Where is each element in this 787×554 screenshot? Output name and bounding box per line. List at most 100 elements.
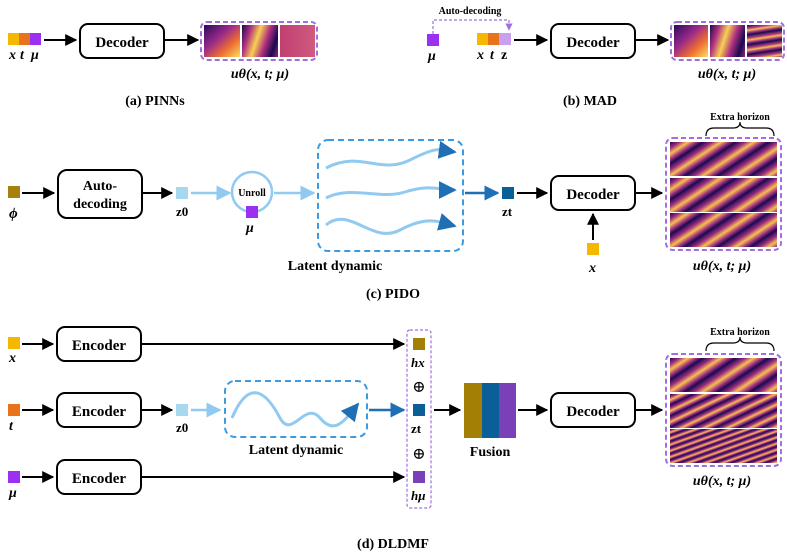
input-label-mu: μ — [30, 48, 39, 63]
hx-label: hx — [411, 355, 425, 370]
decoder-label: Decoder — [566, 35, 620, 51]
token-x — [587, 243, 599, 255]
fusion-block-3 — [499, 383, 516, 438]
encoder-box-x — [56, 326, 142, 362]
input-label-t: t — [20, 48, 25, 63]
field-row-3 — [670, 429, 777, 463]
mu-label: μ — [8, 486, 17, 501]
latent-label: Latent dynamic — [249, 443, 344, 458]
token-zt — [502, 187, 514, 199]
field-thumb-2 — [710, 25, 745, 57]
field-row-2 — [670, 178, 777, 212]
field-thumb-1 — [204, 25, 240, 57]
output-frame — [670, 21, 785, 61]
output-label: uθ(x, t; μ) — [693, 259, 751, 274]
z0-label: z0 — [176, 204, 188, 219]
decoder-label: Decoder — [566, 404, 620, 420]
decoder-label: Decoder — [95, 35, 149, 51]
token-mu — [8, 471, 20, 483]
encoder-label: Encoder — [72, 338, 127, 354]
decoder-box — [550, 23, 636, 59]
token-phi — [8, 186, 20, 198]
phi-label: ϕ — [9, 206, 18, 222]
input-label-t: t — [490, 48, 495, 63]
caption-a: (a) PINNs — [125, 94, 185, 109]
input-label-x: x — [8, 48, 16, 63]
token-hx — [413, 338, 425, 350]
token-z0 — [176, 404, 188, 416]
t-label: t — [9, 419, 14, 434]
token-x — [477, 33, 488, 45]
latent-label: Latent dynamic — [288, 259, 383, 274]
decoder-box — [550, 392, 636, 428]
horizon-brace — [705, 336, 775, 352]
panel-b: Auto-decoding μ x t z Decoder uθ(x, t; μ… — [427, 6, 785, 109]
latent-curve-2 — [325, 180, 457, 200]
panel-a: x t μ Decoder uθ(x, t; μ) (a) PINNs — [8, 21, 318, 109]
hmu-label: hμ — [411, 488, 425, 503]
token-mu — [30, 33, 41, 45]
output-label: uθ(x, t; μ) — [698, 67, 756, 82]
field-thumb-3 — [747, 25, 782, 57]
latent-curve — [230, 391, 360, 428]
token-x — [8, 33, 19, 45]
zt-label: zt — [502, 204, 513, 219]
latent-dynamic-box — [224, 380, 368, 438]
extra-horizon-label: Extra horizon — [710, 112, 770, 123]
token-z0 — [176, 187, 188, 199]
extra-horizon-label: Extra horizon — [710, 327, 770, 338]
encoder-label: Encoder — [72, 404, 127, 420]
zt-label: zt — [411, 421, 422, 436]
encoder-box-t — [56, 392, 142, 428]
token-z — [499, 33, 511, 45]
panel-c: ϕ Auto- decoding z0 Unroll μ Latent dyna… — [8, 112, 782, 302]
token-t — [19, 33, 30, 45]
plus-icon: ⊕ — [412, 446, 425, 463]
output-frame — [665, 137, 782, 251]
token-zt — [413, 404, 425, 416]
panel-d: x Encoder t Encoder z0 Latent dynamic μ … — [8, 326, 782, 552]
auto-label-2: decoding — [73, 197, 127, 212]
input-label-z: z — [501, 48, 507, 63]
z0-label: z0 — [176, 420, 188, 435]
x-label: x — [588, 261, 596, 276]
caption-d: (d) DLDMF — [357, 537, 429, 552]
concat-frame — [406, 329, 432, 509]
plus-icon: ⊕ — [412, 379, 425, 396]
output-frame — [665, 353, 782, 467]
latent-curve-3 — [325, 213, 457, 235]
mu-label: μ — [245, 221, 254, 236]
fusion-block-1 — [464, 383, 482, 438]
field-row-1 — [670, 142, 777, 176]
auto-decoding-box — [57, 169, 143, 219]
auto-decoding-label: Auto-decoding — [439, 6, 502, 17]
encoder-label: Encoder — [72, 471, 127, 487]
token-mu — [246, 206, 258, 218]
token-t — [8, 404, 20, 416]
auto-decoding-arrow — [432, 19, 513, 34]
field-row-1 — [670, 358, 777, 392]
unroll-label: Unroll — [238, 188, 266, 199]
token-t — [488, 33, 499, 45]
x-label: x — [8, 351, 16, 366]
token-mu — [427, 34, 439, 46]
caption-b: (b) MAD — [563, 94, 617, 109]
mu-label: μ — [427, 49, 436, 64]
decoder-box — [79, 23, 165, 59]
horizon-brace — [705, 121, 775, 137]
output-frame — [200, 21, 318, 61]
encoder-box-mu — [56, 459, 142, 495]
decoder-box — [550, 175, 636, 211]
decoder-label: Decoder — [566, 187, 620, 203]
output-label: uθ(x, t; μ) — [231, 67, 289, 82]
auto-label-1: Auto- — [83, 179, 118, 194]
token-hmu — [413, 471, 425, 483]
field-row-2 — [670, 394, 777, 428]
latent-dynamic-box — [317, 139, 464, 252]
caption-c: (c) PIDO — [366, 287, 420, 302]
output-label: uθ(x, t; μ) — [693, 474, 751, 489]
field-thumb-2 — [242, 25, 278, 57]
field-row-3 — [670, 213, 777, 247]
fusion-label: Fusion — [470, 445, 511, 460]
